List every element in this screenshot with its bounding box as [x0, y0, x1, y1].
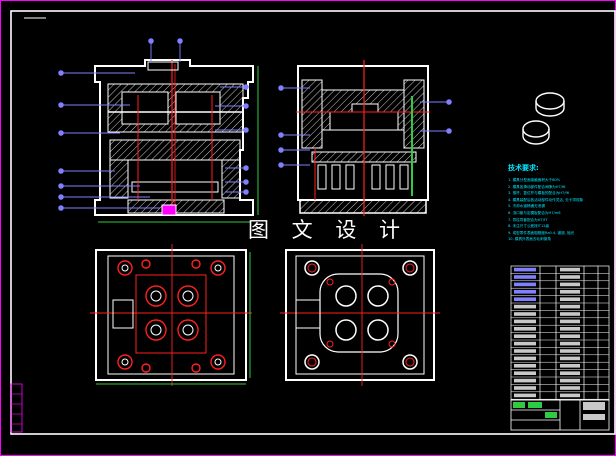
parts-list-cell-text	[560, 312, 580, 316]
technical-requirements: 技术要求: 1. 模具分型面接触面积大于80% 2. 模具各滑动部件配合间隙为H…	[508, 163, 608, 243]
parts-list-cell-text	[560, 356, 580, 361]
side-section-view	[296, 60, 430, 216]
parts-list-cell-text	[514, 364, 536, 368]
parts-list-cell-text	[560, 393, 580, 398]
parts-list-cell-text	[514, 319, 536, 324]
parts-list-cell-text	[560, 275, 580, 279]
tech-note-line: 6. 浇口套与定模板配合为H7/m6	[508, 210, 561, 215]
parts-list-cell-text	[514, 349, 536, 353]
parts-list-cell-text	[514, 386, 536, 390]
parts-list-cell-text	[514, 297, 536, 301]
parts-list-cell-text	[560, 378, 580, 383]
parts-list-cell-text	[514, 393, 536, 398]
parts-list-cell-text	[560, 290, 580, 294]
tech-note-line: 10. 模具外表面去毛刺倒角	[508, 237, 551, 242]
tech-note-line: 5. 冷却水道畅通无泄漏	[508, 204, 545, 209]
parts-list-cell-text	[560, 341, 580, 346]
parts-list-cell-text	[560, 386, 580, 390]
parts-list-cell-text	[514, 312, 536, 316]
parts-list-rows	[511, 267, 609, 400]
side-view-leaders	[278, 85, 452, 168]
parts-list-cell-text	[514, 290, 536, 294]
parts-list-cell-text	[560, 282, 580, 287]
tech-note-line: 7. 导柱导套配合为H7/f7	[508, 217, 548, 222]
inner-frame	[10, 10, 616, 435]
parts-list-cell-text	[514, 334, 536, 338]
parts-list-cell-text	[560, 297, 580, 301]
tech-note-line: 1. 模具分型面接触面积大于80%	[508, 178, 561, 182]
parts-list-cell-text	[514, 282, 536, 287]
parts-list-cell-text	[514, 327, 536, 331]
tech-note-line: 8. 未注尺寸公差按IT12级	[508, 224, 550, 229]
parts-list-cell-text	[560, 267, 580, 272]
part-iso-sketches	[522, 92, 565, 145]
tech-note-line: 2. 模具各滑动部件配合间隙为H7/f6	[508, 184, 566, 189]
parts-list-cell-text	[560, 319, 580, 324]
parts-list-cell-text	[560, 334, 580, 338]
parts-list-cell-text	[514, 275, 536, 279]
front-section-view	[94, 59, 259, 223]
fixed-half-plan-view	[280, 244, 440, 386]
parts-list-cell-text	[514, 304, 536, 309]
parts-list-cell-text	[560, 371, 580, 375]
tech-note-line: 4. 模具装配后各活动部件动作灵活, 无卡滞现象	[508, 197, 584, 202]
technical-requirements-heading: 技术要求:	[508, 164, 539, 172]
parts-list-cell-text	[560, 327, 580, 331]
tech-note-line: 3. 推杆、复位杆与模板的配合为H7/f6	[508, 191, 570, 196]
parts-list-cell-text	[514, 267, 536, 272]
tech-note-line: 9. 成型零件表面粗糙度Ra0.4, 镀铬, 抛光	[508, 230, 575, 235]
parts-list-cell-text	[560, 364, 580, 368]
parts-list-cell-text	[514, 341, 536, 346]
parts-list-cell-text	[560, 304, 580, 309]
watermark-text: 图 文 设 计	[248, 218, 409, 242]
front-view-leaders	[58, 38, 249, 211]
title-block	[510, 399, 610, 431]
parts-list-cell-text	[514, 378, 536, 383]
margin-strip	[10, 383, 23, 433]
moving-half-plan-view	[90, 244, 252, 386]
parts-list-cell-text	[560, 349, 580, 353]
parts-list-cell-text	[514, 356, 536, 361]
parts-list-cell-text	[514, 371, 536, 375]
